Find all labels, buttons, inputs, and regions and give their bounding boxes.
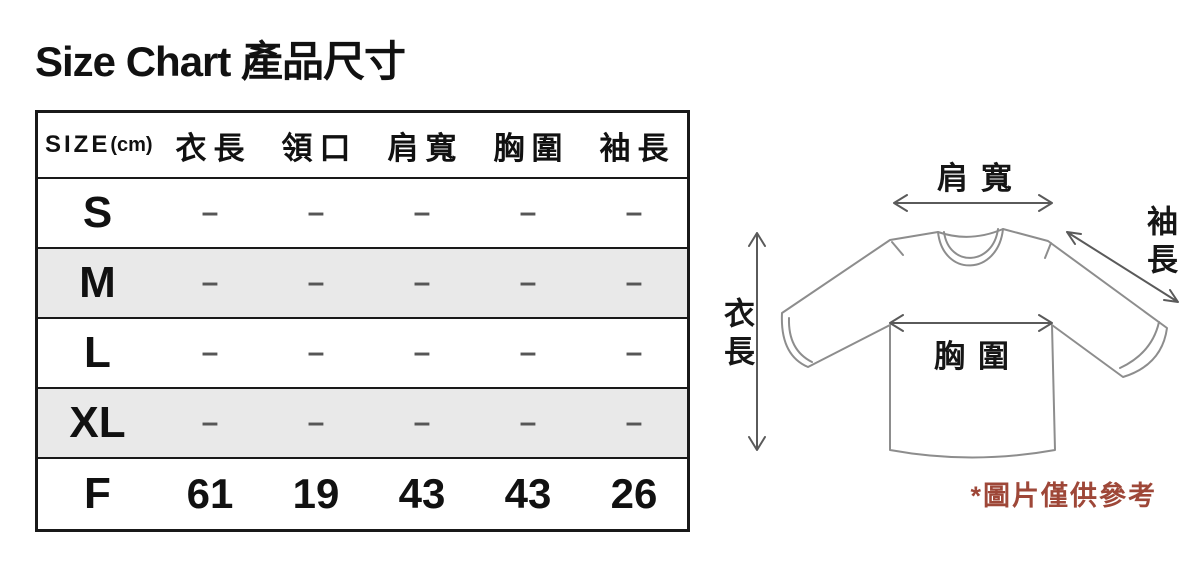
table-row-s: S – – – – – <box>38 179 687 249</box>
table-header-row: SIZE(cm) 衣長 領口 肩寬 胸圍 袖長 <box>38 113 687 179</box>
cell-value: 43 <box>504 470 552 517</box>
cell-value: – <box>413 336 431 369</box>
column-header-shoulder-width: 肩寬 <box>387 130 464 166</box>
row-label: L <box>84 328 111 377</box>
table-row-l: L – – – – – <box>38 319 687 389</box>
row-label: F <box>84 469 111 518</box>
chest-width-label: 胸圍 <box>934 339 1022 374</box>
cell-value: – <box>519 406 537 439</box>
cell-value: – <box>519 196 537 229</box>
cell-value: – <box>201 196 219 229</box>
cell-value: 26 <box>610 470 658 517</box>
shirt-outline-group <box>780 228 1168 459</box>
collar-outer-path <box>937 228 1004 267</box>
shirt-illustration <box>748 194 1179 459</box>
cell-value: – <box>413 266 431 299</box>
cell-value: 43 <box>398 470 446 517</box>
row-label: XL <box>69 398 126 447</box>
cell-value: – <box>625 266 643 299</box>
column-header-neck-opening: 領口 <box>281 130 358 166</box>
shoulder-width-label: 肩寬 <box>937 161 1025 196</box>
shoulder-width-arrow <box>893 194 1053 212</box>
cell-value: – <box>519 336 537 369</box>
column-header-garment-length: 衣長 <box>175 130 252 166</box>
size-header-cell: SIZE(cm) <box>38 113 157 177</box>
cell-value: – <box>307 336 325 369</box>
sleeve-length-label: 袖長 <box>1142 205 1177 281</box>
cell-value: – <box>201 336 219 369</box>
collar-inner-path <box>943 228 999 259</box>
shirt-measurement-diagram: 肩寬 袖長 衣長 胸圍 *圖片僅供參考 <box>700 100 1200 578</box>
cell-value: – <box>307 406 325 439</box>
column-header-sleeve-length: 袖長 <box>599 130 676 166</box>
cell-value: – <box>519 266 537 299</box>
reference-note: *圖片僅供參考 <box>970 481 1157 511</box>
row-label: S <box>82 188 113 237</box>
size-header-unit: (cm) <box>110 133 153 156</box>
right-cuff-seam-path <box>1119 321 1160 369</box>
cell-value: – <box>413 406 431 439</box>
size-header-label: SIZE <box>45 131 111 158</box>
left-shoulder-tick <box>891 241 904 256</box>
garment-length-label: 衣長 <box>719 297 754 373</box>
sleeve-length-arrow <box>1066 231 1179 303</box>
cell-value: – <box>307 196 325 229</box>
cell-value: – <box>413 196 431 229</box>
garment-length-arrow <box>748 232 766 451</box>
size-table: SIZE(cm) 衣長 領口 肩寬 胸圍 袖長 S – – – – – M – … <box>35 110 690 532</box>
page-title: Size Chart 產品尺寸 <box>35 38 406 85</box>
row-label: M <box>79 258 116 307</box>
column-header-chest: 胸圍 <box>493 130 570 166</box>
right-shoulder-tick <box>1044 242 1052 259</box>
left-cuff-seam-path <box>787 317 813 363</box>
measurement-arrows-group <box>748 194 1179 451</box>
table-row-f: F 61 19 43 43 26 <box>38 459 687 529</box>
shirt-body-path <box>780 228 1168 459</box>
cell-value: 19 <box>292 470 340 517</box>
cell-value: – <box>625 406 643 439</box>
cell-value: – <box>625 196 643 229</box>
cell-value: – <box>201 266 219 299</box>
table-row-m: M – – – – – <box>38 249 687 319</box>
chest-width-arrow <box>889 314 1053 332</box>
cell-value: – <box>201 406 219 439</box>
cell-value: 61 <box>186 470 234 517</box>
table-row-xl: XL – – – – – <box>38 389 687 459</box>
cell-value: – <box>307 266 325 299</box>
cell-value: – <box>625 336 643 369</box>
